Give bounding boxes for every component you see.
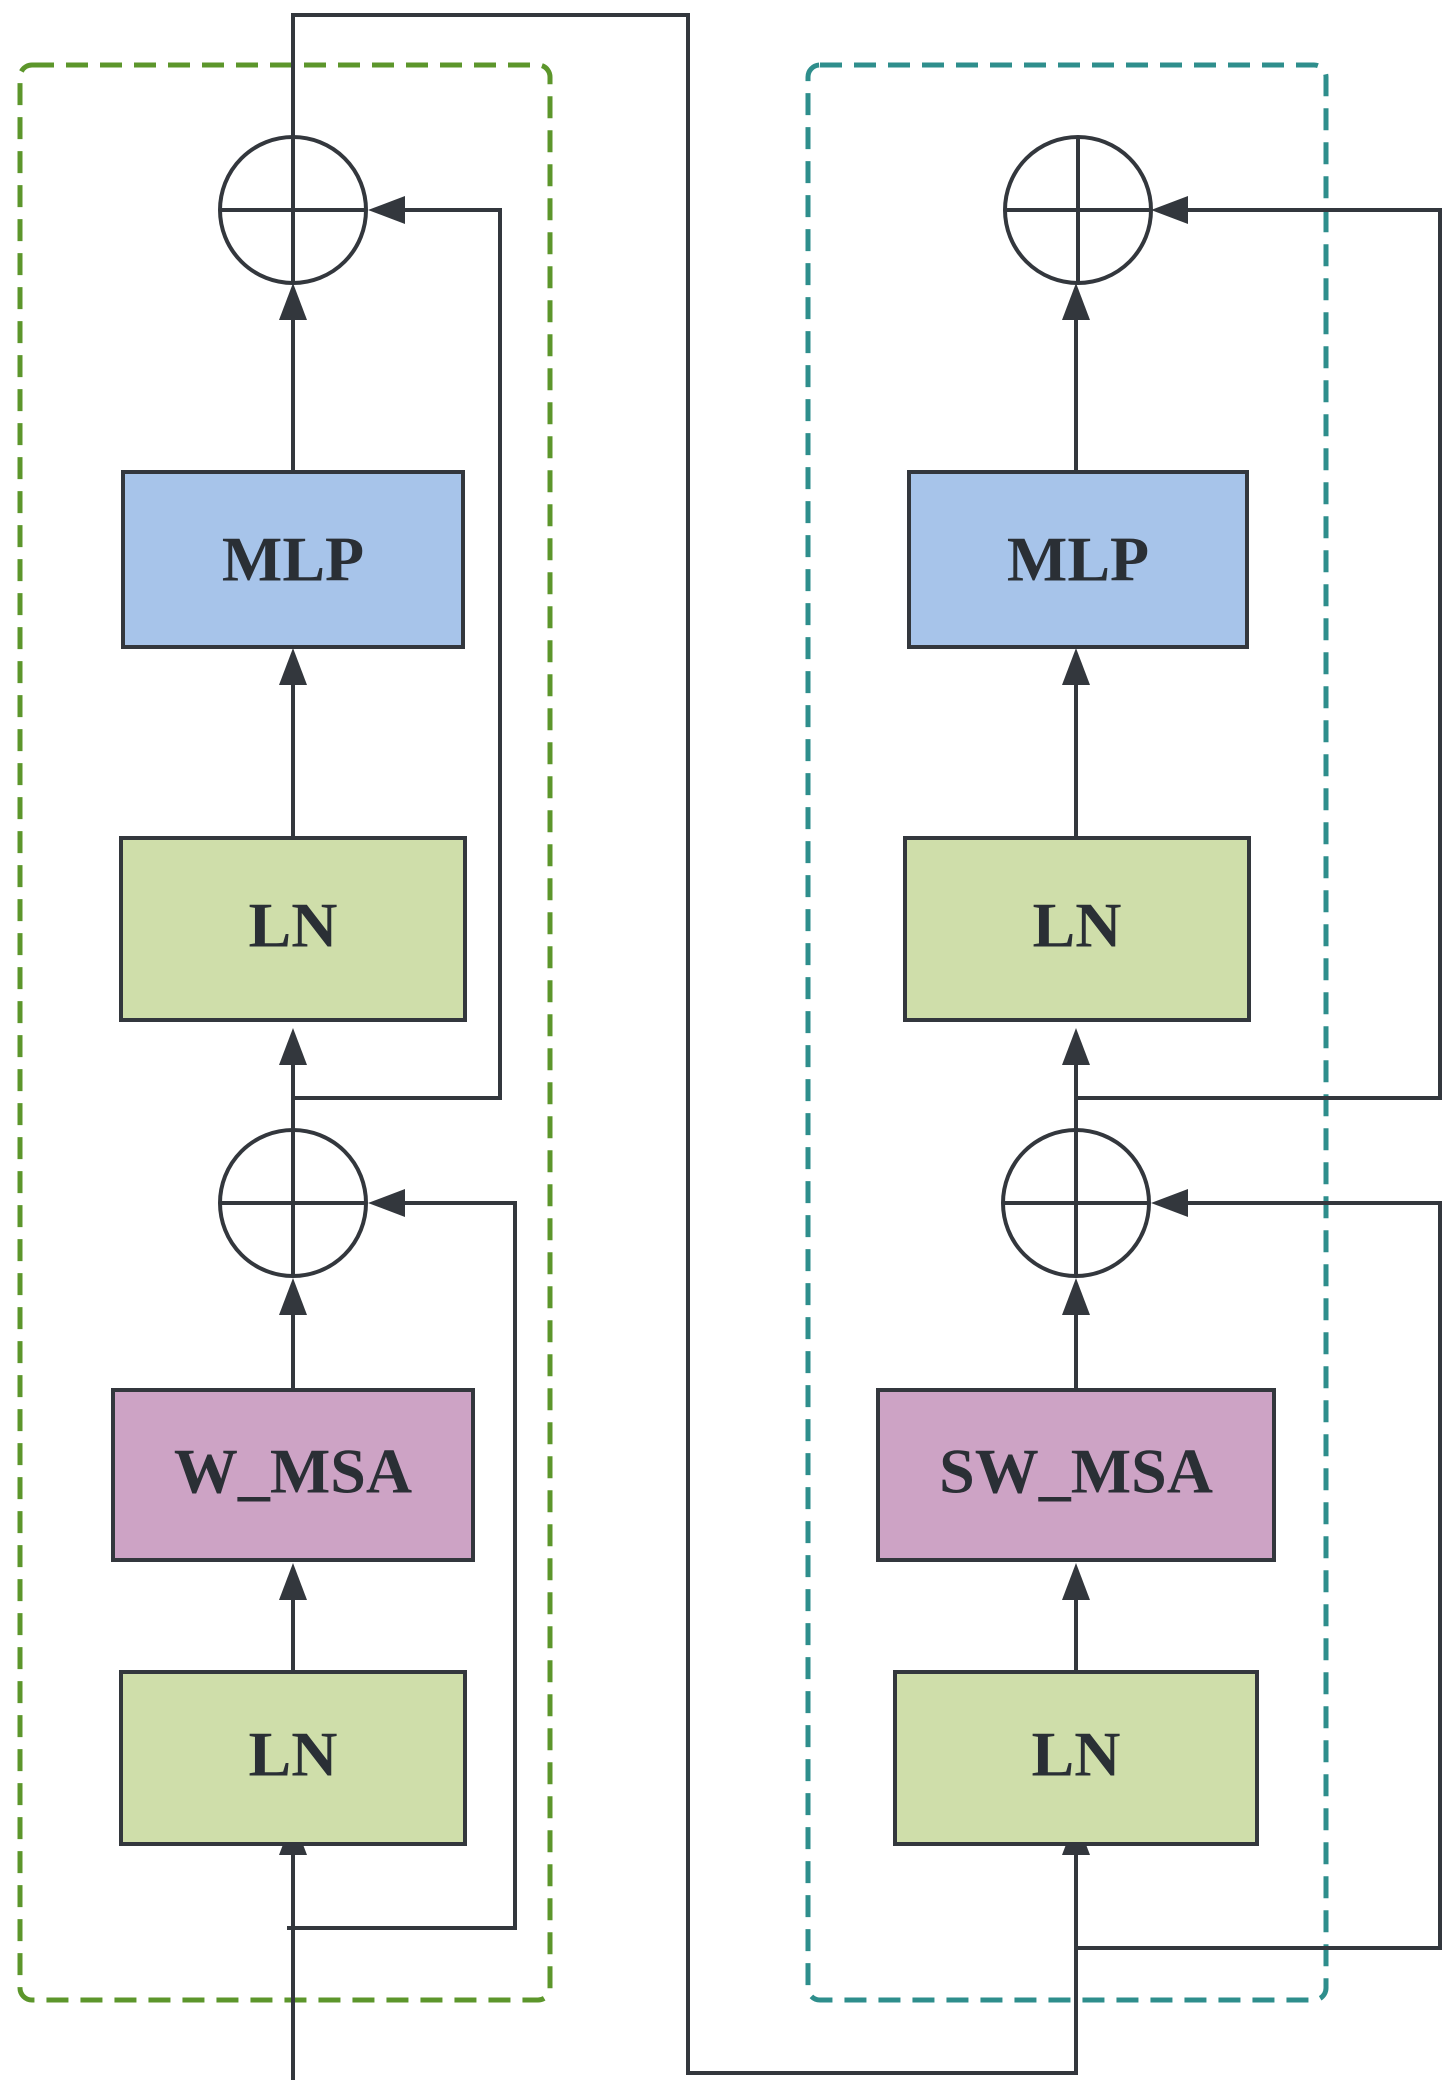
left-to-right-connector (291, 13, 1078, 2075)
left-ln-bottom-label: LN (249, 1719, 338, 1790)
right-add-ln-arrow (1062, 1028, 1090, 1065)
right-ln-bottom-block (893, 1670, 1259, 1846)
left-mlp-add-arrow (279, 283, 307, 320)
right-ln-bottom-label: LN (1032, 1719, 1121, 1790)
right-ln-top-label: LN (1033, 890, 1122, 961)
left-mlp-block (121, 470, 465, 649)
right-skip-2 (1076, 208, 1442, 1100)
left-ln-mlp-arrow (279, 648, 307, 685)
right-block-border (805, 62, 1329, 2003)
left-block-border (17, 62, 553, 2003)
right-mlp-label: MLP (1007, 524, 1149, 595)
left-ln-top-block (119, 836, 467, 1022)
right-lower-adder (1001, 1128, 1151, 1278)
left-ln-bottom-block (119, 1670, 467, 1846)
left-add-ln-arrow (279, 1028, 307, 1065)
left-w-msa-label: W_MSA (174, 1436, 412, 1507)
right-msa-add-arrow (1062, 1278, 1090, 1315)
left-skip-2 (293, 208, 502, 1100)
left-w-msa-block (111, 1388, 475, 1562)
left-ln-top-label: LN (249, 890, 338, 961)
left-skip-2-arrow (368, 196, 405, 224)
right-sw-msa-block (876, 1388, 1276, 1562)
left-mlp-label: MLP (222, 524, 364, 595)
left-skip-1-arrow (368, 1189, 405, 1217)
right-skip-1 (1076, 1201, 1442, 1950)
left-lower-adder (218, 1128, 368, 1278)
left-ln-msa-arrow (279, 1563, 307, 1600)
left-msa-add-arrow (279, 1278, 307, 1315)
right-ln-top-block (903, 836, 1251, 1022)
left-upper-adder (218, 135, 368, 285)
right-ln-mlp-arrow (1062, 648, 1090, 685)
right-mlp-add-arrow (1062, 283, 1090, 320)
right-skip-2-arrow (1151, 196, 1188, 224)
right-sw-msa-label: SW_MSA (939, 1436, 1213, 1507)
left-skip-1 (287, 1201, 517, 1930)
right-mlp-block (907, 470, 1249, 649)
right-ln-msa-arrow (1062, 1563, 1090, 1600)
right-upper-adder (1003, 135, 1153, 285)
right-skip-1-arrow (1151, 1189, 1188, 1217)
